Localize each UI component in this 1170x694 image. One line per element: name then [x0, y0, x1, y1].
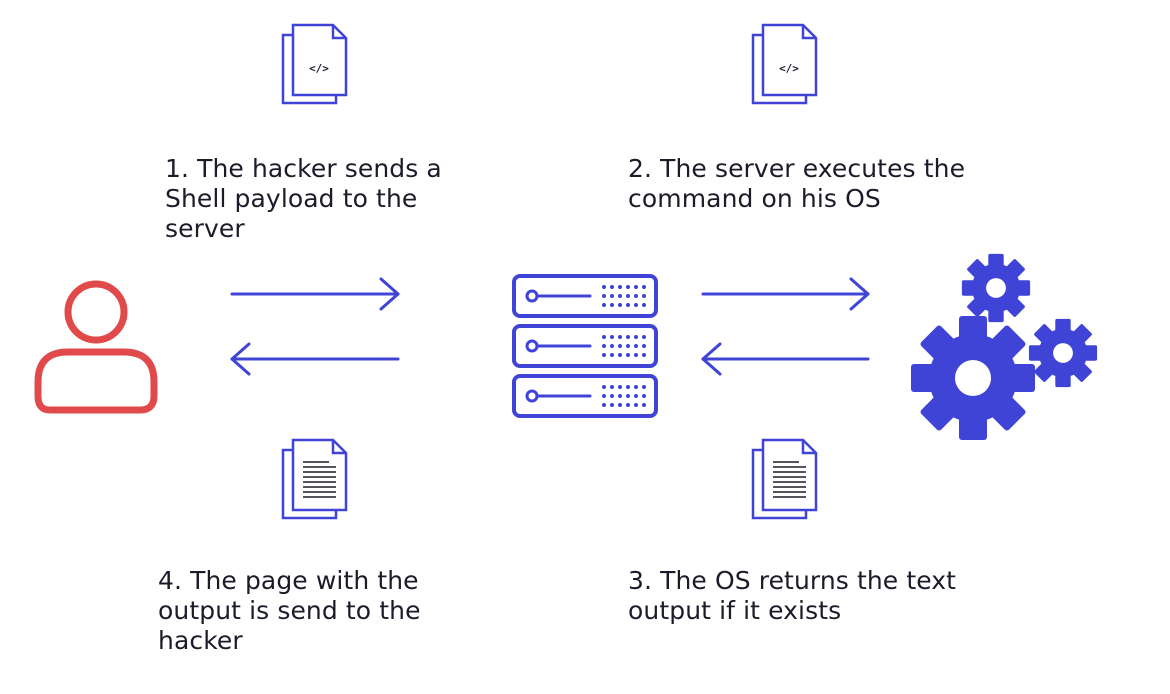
server-rack-icon: [512, 274, 658, 418]
step-2-line-2: command on his OS: [628, 184, 881, 213]
step-1-line-1: 1. The hacker sends a: [165, 154, 442, 183]
arrow-server-to-os: [701, 277, 870, 311]
text-output-document-icon: [751, 438, 818, 520]
step-3-line-2: output if it exists: [628, 596, 842, 625]
user-icon: [34, 280, 158, 414]
step-4-line-1: 4. The page with the: [158, 566, 419, 595]
step-1-line-2: Shell payload to the: [165, 184, 418, 213]
step-4-line-2: output is send to the: [158, 596, 421, 625]
arrow-os-to-server: [701, 342, 870, 376]
step-4-line-3: hacker: [158, 626, 243, 655]
step-2-caption: 2. The server executes the command on hi…: [628, 154, 965, 214]
output-page-document-icon: [281, 438, 348, 520]
step-1-caption: 1. The hacker sends a Shell payload to t…: [165, 154, 442, 244]
arrow-server-to-hacker: [230, 342, 400, 376]
arrow-hacker-to-server: [230, 277, 400, 311]
step-3-line-1: 3. The OS returns the text: [628, 566, 957, 595]
step-1-line-3: server: [165, 214, 245, 243]
step-4-caption: 4. The page with the output is send to t…: [158, 566, 421, 656]
step-3-caption: 3. The OS returns the text output if it …: [628, 566, 956, 626]
payload-document-icon: </>: [281, 23, 348, 105]
command-code-tag: </>: [779, 62, 799, 75]
payload-code-tag: </>: [309, 62, 329, 75]
command-document-icon: </>: [751, 23, 818, 105]
step-2-line-1: 2. The server executes the: [628, 154, 966, 183]
gears-icon: [911, 253, 1098, 440]
